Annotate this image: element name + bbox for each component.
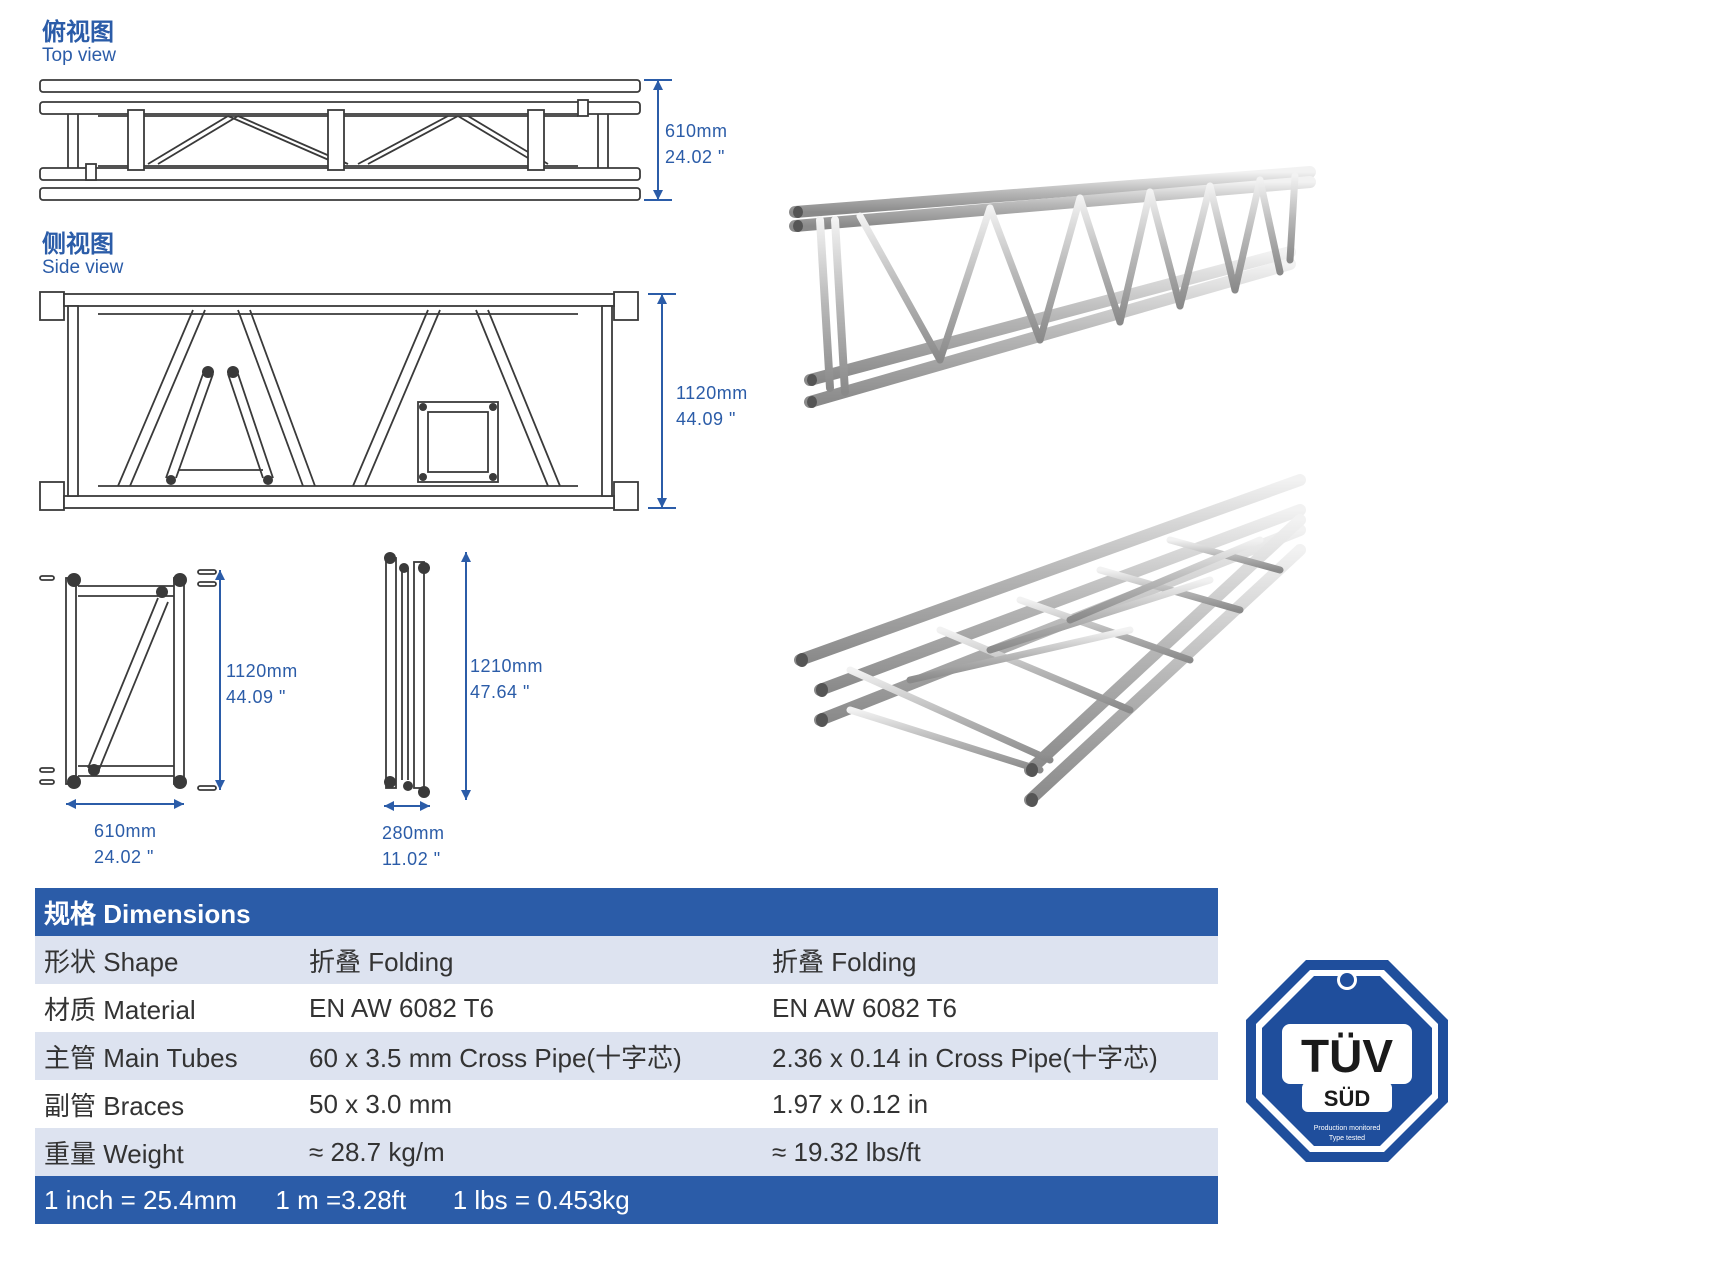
tuv-line2: Type tested — [1329, 1135, 1365, 1142]
row-metric: 50 x 3.0 mm — [309, 1088, 453, 1119]
row-metric: EN AW 6082 T6 — [309, 992, 494, 1023]
row-label: 主管 Main Tubes — [35, 1032, 300, 1080]
unit-conversions: 1 inch = 25.4mm 1 m =3.28ft 1 lbs = 0.45… — [35, 1176, 1218, 1224]
row-label: 材质 Material — [44, 994, 196, 1025]
table-header: 规格 Dimensions — [35, 888, 1218, 936]
truss-photo-folded — [794, 474, 1306, 807]
end-open-height-mm: 1120mm — [226, 661, 298, 681]
row-imperial: 2.36 x 0.14 in Cross Pipe(十字芯) — [763, 1032, 1218, 1080]
end-view-open-drawing — [39, 569, 225, 809]
table-row: 形状 Shape 折叠 Folding 折叠 Folding — [35, 936, 1218, 984]
row-label: 形状 Shape — [35, 936, 300, 984]
end-folded-height-mm: 1210mm — [470, 656, 544, 676]
end-folded-height-in: 47.64 " — [470, 682, 530, 702]
row-imperial: ≈ 19.32 lbs/ft — [763, 1128, 1218, 1176]
end-open-width-in: 24.02 " — [94, 847, 154, 867]
end-view-folded-drawing — [384, 552, 471, 811]
side-view-title-cn: 侧视图 — [42, 231, 114, 258]
row-label: 副管 Braces — [44, 1090, 185, 1121]
tuv-sud-logo: TÜV SÜD Production monitored Type tested — [1246, 960, 1448, 1162]
row-imperial: 折叠 Folding — [763, 936, 1218, 984]
table-row: 材质 Material EN AW 6082 T6 EN AW 6082 T6 — [35, 984, 1218, 1032]
tuv-brand: TÜV — [1301, 1030, 1393, 1082]
top-view-dim-mm: 610mm — [665, 121, 728, 141]
row-metric: 60 x 3.5 mm Cross Pipe(十字芯) — [300, 1032, 763, 1080]
row-imperial: 1.97 x 0.12 in — [772, 1088, 929, 1119]
tuv-sub: SÜD — [1324, 1086, 1370, 1111]
end-open-width-mm: 610mm — [94, 821, 157, 841]
end-folded-width-in: 11.02 " — [382, 849, 441, 869]
table-row: 重量 Weight ≈ 28.7 kg/m ≈ 19.32 lbs/ft — [35, 1128, 1218, 1176]
side-view-dim-mm: 1120mm — [676, 383, 748, 403]
spec-table: 规格 Dimensions 形状 Shape 折叠 Folding 折叠 Fol… — [35, 888, 1218, 1224]
table-row: 主管 Main Tubes 60 x 3.5 mm Cross Pipe(十字芯… — [35, 1032, 1218, 1080]
side-view-title-en: Side view — [42, 257, 124, 278]
row-metric: ≈ 28.7 kg/m — [300, 1128, 763, 1176]
side-view-drawing — [39, 291, 676, 511]
top-view-dim-in: 24.02 " — [665, 147, 725, 167]
end-folded-width-mm: 280mm — [382, 823, 445, 843]
top-view-title-en: Top view — [42, 45, 116, 66]
conversion-inch: 1 inch = 25.4mm — [44, 1184, 237, 1215]
conversion-lbs: 1 lbs = 0.453kg — [452, 1184, 630, 1215]
row-label: 重量 Weight — [35, 1128, 300, 1176]
top-view-title-cn: 俯视图 — [42, 19, 114, 46]
table-header-row: 规格 Dimensions — [35, 888, 1218, 936]
truss-photo-open — [789, 166, 1316, 408]
conversion-meter: 1 m =3.28ft — [275, 1184, 407, 1215]
row-metric: 折叠 Folding — [300, 936, 763, 984]
row-imperial: EN AW 6082 T6 — [772, 992, 957, 1023]
end-open-height-in: 44.09 " — [226, 687, 286, 707]
tuv-line1: Production monitored — [1314, 1125, 1381, 1132]
table-footer-row: 1 inch = 25.4mm 1 m =3.28ft 1 lbs = 0.45… — [35, 1176, 1218, 1224]
top-view-drawing — [39, 79, 672, 201]
side-view-dim-in: 44.09 " — [676, 409, 736, 429]
table-row: 副管 Braces 50 x 3.0 mm 1.97 x 0.12 in — [35, 1080, 1218, 1128]
